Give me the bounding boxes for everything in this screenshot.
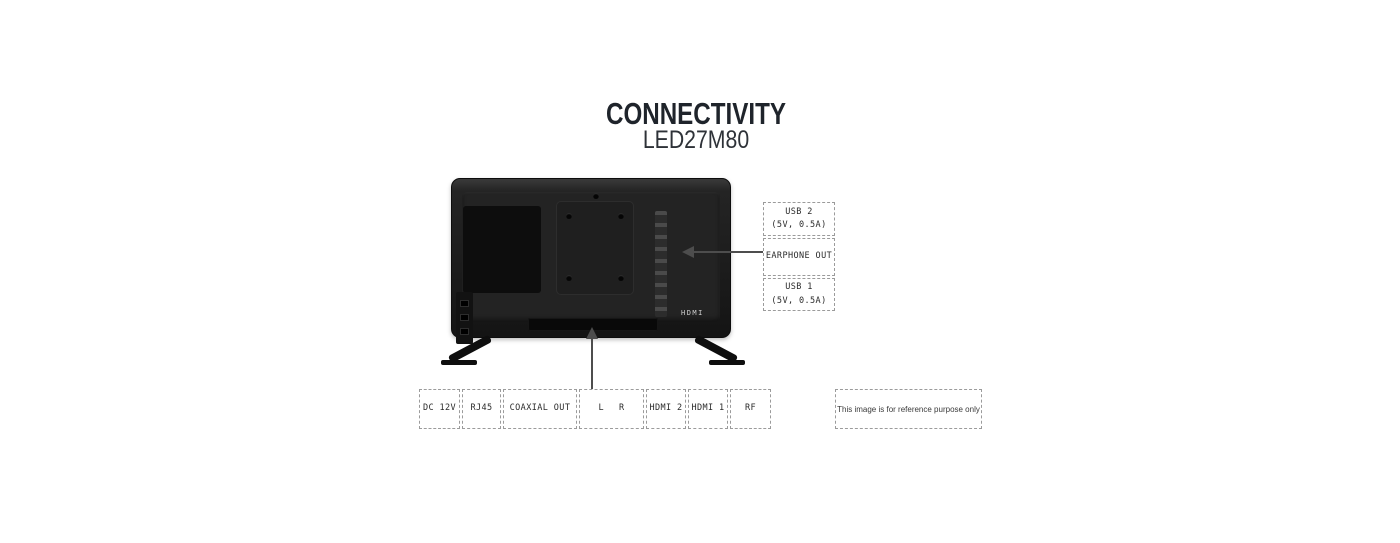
vesa-screw-icon: [618, 213, 624, 219]
bottom-port-audio-lr: L R: [579, 389, 644, 429]
port-label-line1: EARPHONE OUT: [765, 251, 833, 262]
tv-rear-illustration: HDMI: [441, 178, 745, 368]
vesa-screw-icon: [566, 213, 572, 219]
side-port-label-usb2: USB 2 (5V, 0.5A): [763, 202, 835, 236]
left-port-block: [456, 292, 473, 344]
vesa-mount-plate: [556, 193, 634, 295]
side-ports-callout-line: [694, 251, 763, 253]
vesa-screw-icon: [566, 275, 572, 281]
tv-board-cover: [463, 206, 541, 293]
port-label-line1: USB 2: [785, 206, 813, 217]
bottom-port-bay: [528, 318, 658, 331]
port-slot-icon: [460, 314, 469, 321]
bottom-ports-callout-line: [591, 338, 593, 389]
side-port-label-usb1: USB 1 (5V, 0.5A): [763, 278, 835, 311]
stand-pad-left: [441, 360, 477, 365]
hdmi-print-label: HDMI: [681, 309, 704, 317]
arrow-left-icon: [682, 246, 694, 258]
bottom-port-rf: RF: [730, 389, 771, 429]
bottom-port-coaxial: COAXIAL OUT: [503, 389, 577, 429]
side-port-strip: [655, 211, 667, 317]
page-title: CONNECTIVITY: [605, 96, 787, 131]
arrow-up-icon: [586, 327, 598, 339]
port-label-line2: (5V, 0.5A): [771, 220, 827, 230]
reference-note: This image is for reference purpose only: [835, 389, 982, 429]
vesa-screw-icon: [618, 275, 624, 281]
bottom-port-dc12v: DC 12V: [419, 389, 460, 429]
side-port-label-earphone: EARPHONE OUT: [763, 238, 835, 276]
bottom-port-rj45: RJ45: [462, 389, 501, 429]
tv-back-panel: HDMI: [451, 178, 731, 344]
port-slot-icon: [460, 300, 469, 307]
vesa-screw-icon: [593, 193, 599, 199]
stand-pad-right: [709, 360, 745, 365]
model-number: LED27M80: [642, 126, 750, 154]
bottom-port-audio-r: R: [619, 403, 625, 414]
bottom-port-audio-l: L: [598, 403, 604, 414]
bottom-port-labels: DC 12V RJ45 COAXIAL OUT L R HDMI 2 HDMI …: [419, 389, 771, 429]
port-label-line1: USB 1: [785, 282, 813, 293]
bottom-port-hdmi1: HDMI 1: [688, 389, 728, 429]
port-slot-icon: [460, 328, 469, 335]
port-label-line2: (5V, 0.5A): [771, 295, 827, 306]
bottom-port-hdmi2: HDMI 2: [646, 389, 686, 429]
